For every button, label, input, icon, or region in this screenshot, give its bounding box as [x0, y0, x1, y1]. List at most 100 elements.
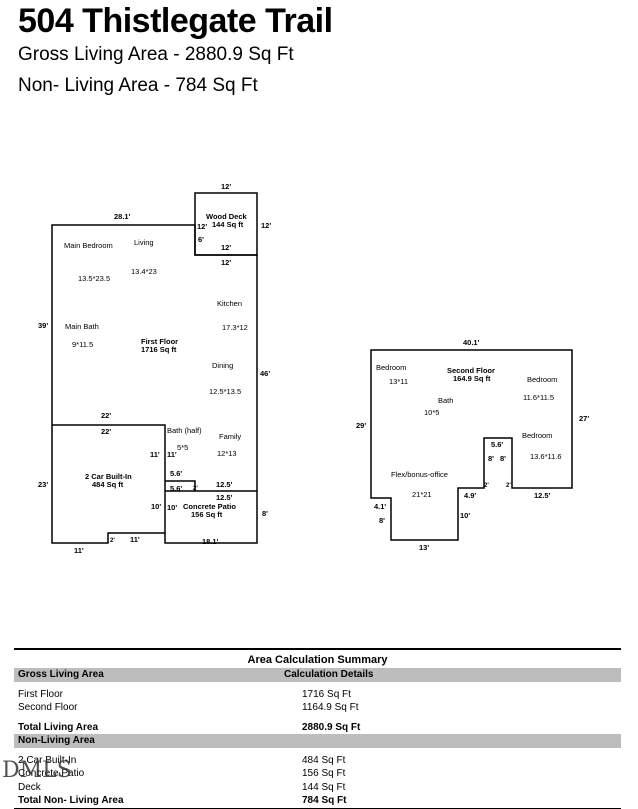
dim-label: 8' — [262, 509, 268, 518]
room-label: Flex/bonus-office — [391, 470, 448, 479]
dim-label: 29' — [356, 421, 366, 430]
patio-outline — [165, 480, 257, 492]
table-row: Concrete Patio 156 Sq Ft — [14, 767, 621, 781]
room-area: 1716 Sq ft — [141, 345, 177, 354]
non-living-header-row: Non-Living Area — [14, 734, 621, 748]
dim-label: 6' — [198, 235, 204, 244]
dim-label: 27' — [579, 414, 589, 423]
table-row: 2 Car Built-In 484 Sq Ft — [14, 754, 621, 768]
gross-living-header: Gross Living Area — [18, 669, 104, 680]
room-label: Living — [134, 238, 154, 247]
row-value: 144 Sq Ft — [302, 781, 346, 793]
total-living-value: 2880.9 Sq Ft — [302, 721, 361, 733]
table-row: First Floor 1716 Sq Ft — [14, 688, 621, 702]
dim-label: 11' — [150, 450, 160, 459]
row-name: Second Floor — [18, 702, 78, 713]
room-label: 2 Car Built-In — [85, 472, 132, 481]
room-label: Dining — [212, 361, 233, 370]
dim-label: 12' — [261, 221, 271, 230]
dim-label: 46' — [260, 369, 270, 378]
row-value: 156 Sq Ft — [302, 768, 346, 779]
room-area: 484 Sq ft — [92, 480, 124, 489]
watermark-logo: DMLS — [2, 758, 72, 783]
dim-label: 12.5' — [534, 491, 551, 500]
dim-label: 10' — [167, 503, 177, 512]
row-value: 484 Sq Ft — [302, 754, 346, 766]
room-label: Bedroom — [522, 431, 552, 440]
dim-label: 12.5' — [216, 493, 233, 502]
dim-label: 28.1' — [114, 212, 131, 221]
row-value: 1164.9 Sq Ft — [302, 702, 359, 713]
room-label: Family — [219, 432, 241, 441]
dim-label: 11' — [167, 450, 177, 459]
dim-label: 12.5' — [216, 480, 233, 489]
page-title: 504 Thistlegate Trail — [18, 2, 333, 40]
room-dim: 13.4*23 — [131, 267, 157, 276]
dim-label: 11' — [130, 535, 140, 544]
gross-living-line: Gross Living Area - 2880.9 Sq Ft — [18, 44, 294, 65]
room-dim: 13.5*23.5 — [78, 274, 110, 283]
room-dim: 12.5*13.5 — [209, 387, 241, 396]
room-area: 164.9 Sq ft — [453, 374, 491, 383]
room-label: Bedroom — [527, 375, 557, 384]
room-dim: 10*5 — [424, 408, 439, 417]
room-dim: 13.6*11.6 — [530, 452, 562, 461]
dim-label: 13' — [419, 543, 429, 552]
room-label: First Floor — [141, 337, 178, 346]
room-area: 144 Sq ft — [212, 220, 244, 229]
row-name: First Floor — [18, 688, 63, 700]
room-area: 156 Sq ft — [191, 510, 223, 519]
summary-title: Area Calculation Summary — [14, 648, 621, 668]
total-non-living-label: Total Non- Living Area — [18, 795, 124, 806]
dim-label: 12' — [221, 182, 231, 191]
gross-living-header-row: Gross Living Area Calculation Details — [14, 668, 621, 682]
dim-label: 11' — [74, 546, 84, 555]
room-dim: 9*11.5 — [72, 340, 93, 349]
dim-label: 12' — [197, 222, 207, 231]
dim-label: 18.1' — [202, 537, 219, 546]
dim-label: 2' — [193, 486, 198, 492]
garage-outline — [52, 424, 166, 533]
room-dim: 11.6*11.5 — [523, 393, 554, 402]
room-label: Main Bedroom — [64, 241, 113, 250]
total-living-label: Total Living Area — [18, 721, 99, 733]
dim-label: 2' — [506, 483, 511, 489]
room-label: Bath — [438, 396, 453, 405]
room-dim: 21*21 — [412, 490, 432, 499]
row-value: 1716 Sq Ft — [302, 688, 351, 700]
dim-label: 5.6' — [170, 469, 182, 478]
dim-label: 5.6' — [170, 484, 182, 493]
room-label: Kitchen — [217, 299, 242, 308]
non-living-header: Non-Living Area — [18, 735, 95, 746]
total-living-row: Total Living Area 2880.9 Sq Ft — [14, 721, 621, 735]
dim-label: 12' — [221, 243, 231, 252]
room-label: Wood Deck — [206, 212, 248, 221]
room-label: Second Floor — [447, 366, 495, 375]
table-row: Deck 144 Sq Ft — [14, 781, 621, 795]
dim-label: 8' — [379, 516, 385, 525]
room-dim: 17.3*12 — [222, 323, 248, 332]
room-dim: 12*13 — [217, 449, 237, 458]
dim-label: 10' — [151, 502, 161, 511]
total-non-living-value: 784 Sq Ft — [302, 795, 347, 806]
dim-label: 8' — [500, 454, 506, 463]
calculation-details-header: Calculation Details — [284, 669, 374, 680]
room-dim: 13*11 — [389, 377, 408, 386]
total-non-living-row: Total Non- Living Area 784 Sq Ft — [14, 794, 621, 809]
room-label: Bedroom — [376, 363, 406, 372]
room-dim: 5*5 — [177, 443, 188, 452]
room-label: Bath (half) — [167, 426, 202, 435]
dim-label: 5.6' — [491, 440, 503, 449]
dim-label: 4.1' — [374, 502, 386, 511]
dim-label: 4.9' — [464, 491, 476, 500]
wood-deck-outline — [194, 192, 258, 256]
floor-plan: 12' 12' 12' 6' 12' 12' 28.1' 39' 46' 22'… — [38, 182, 589, 555]
non-living-line: Non- Living Area - 784 Sq Ft — [18, 75, 258, 96]
room-label: Concrete Patio — [183, 502, 236, 511]
second-floor-outline — [370, 349, 573, 541]
row-name: Concrete Patio — [18, 768, 85, 779]
area-summary-table: Area Calculation Summary Gross Living Ar… — [14, 648, 621, 809]
dim-label: 39' — [38, 321, 48, 330]
dim-label: 23' — [38, 480, 48, 489]
dim-label: 40.1' — [463, 338, 480, 347]
